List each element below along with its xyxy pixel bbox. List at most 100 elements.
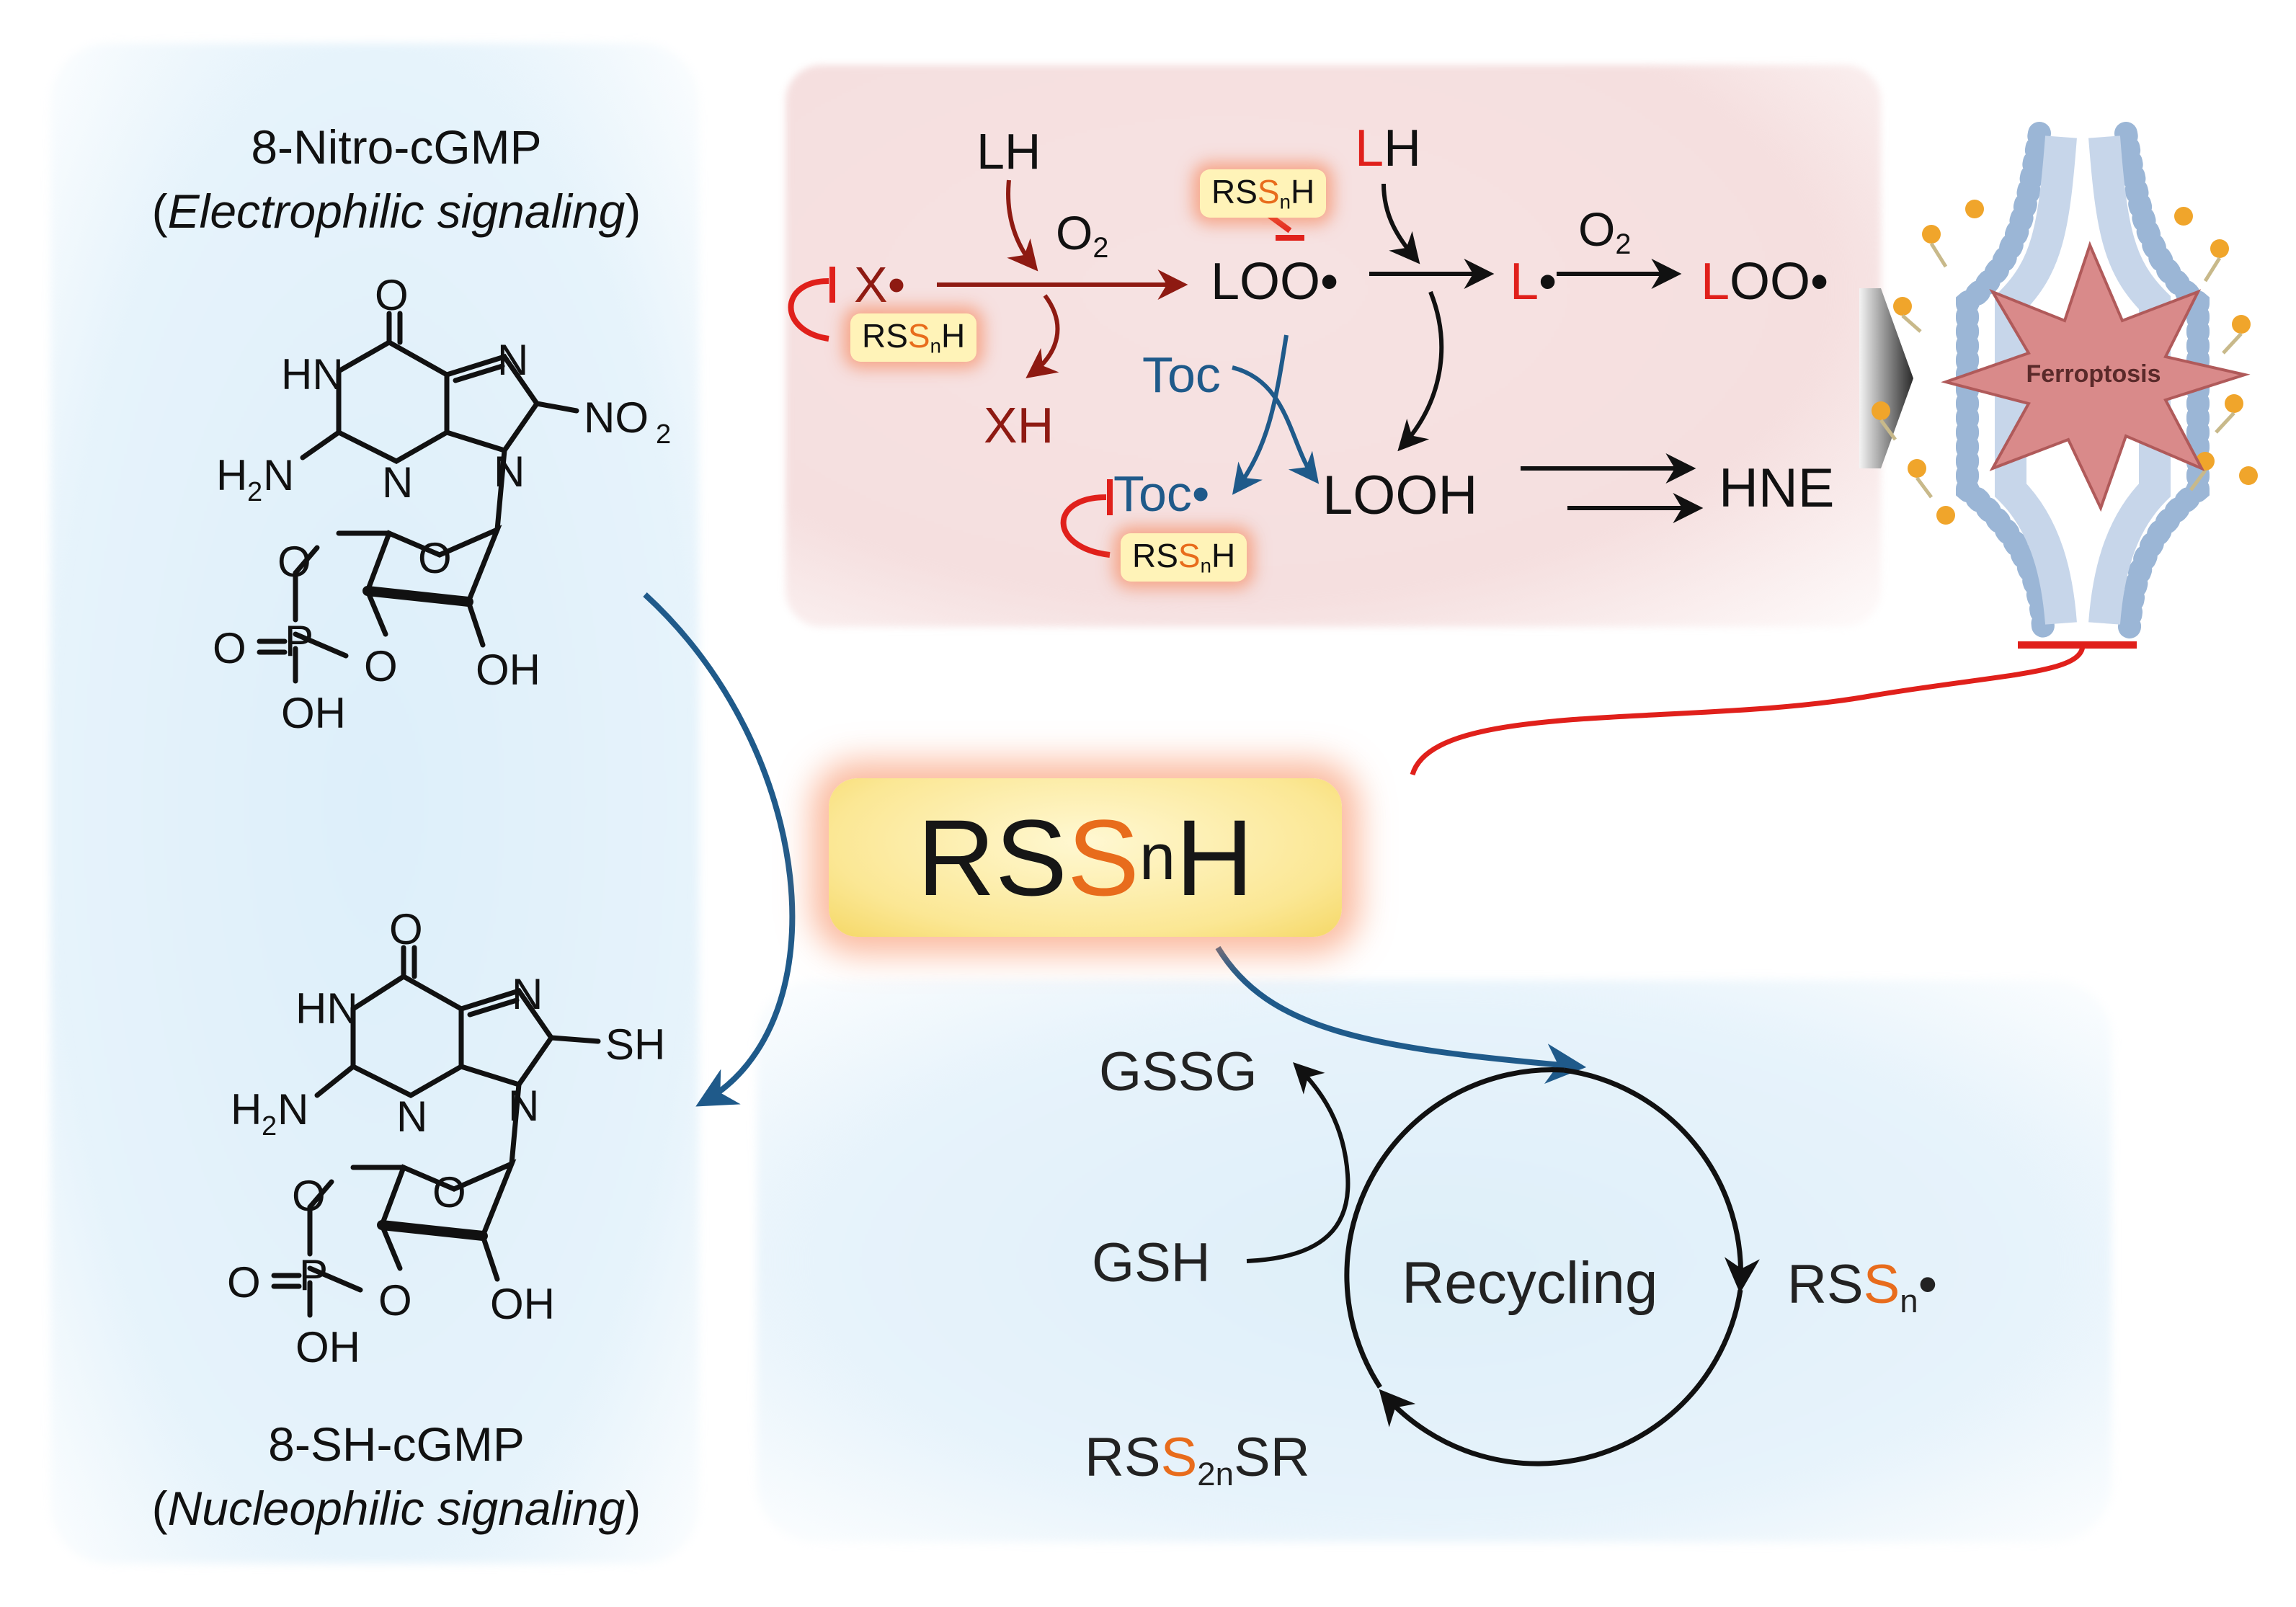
label-loo2-rest: OO•: [1730, 253, 1829, 311]
label-toc-radical: Toc•: [1113, 466, 1210, 522]
rssnh-badge-x-rs: RS: [862, 317, 908, 355]
rssnh-badge-top-n: n: [1279, 190, 1291, 213]
atom-o4-b: O: [227, 1258, 261, 1306]
rssnh-badge-top: RSSnH: [1200, 169, 1327, 218]
lh-to-main-arrow: [1006, 179, 1038, 272]
top-left-title: 8-Nitro-cGMP: [251, 120, 542, 174]
rssnh-badge-toc-n: n: [1200, 554, 1211, 577]
rssnh-badge-top-rs: RS: [1211, 173, 1258, 210]
atom-sh-b: SH: [605, 1020, 665, 1069]
label-x-radical: X•: [854, 257, 906, 313]
cycle-rssn-dot: •: [1918, 1254, 1938, 1315]
main-box-s: S: [1067, 797, 1140, 918]
bottom-left-caption: 8-SH-cGMP (Nucleophilic signaling): [101, 1412, 692, 1541]
label-o2-1-o: O: [1056, 206, 1093, 259]
label-loo2: LOO•: [1701, 256, 1828, 308]
rssnh-badge-x: RSSnH: [850, 313, 977, 362]
bottom-left-subtitle: Nucleophilic signaling: [167, 1482, 626, 1536]
lh2-arrow: [1381, 183, 1420, 264]
atom-oh2: OH: [281, 689, 346, 737]
atom-n2-b: N: [396, 1092, 427, 1141]
cycle-rss2nsr-2n: 2n: [1197, 1455, 1234, 1492]
cycle-rssn-radical: RSSn•: [1787, 1254, 1938, 1319]
label-o2-2: O2: [1578, 205, 1631, 259]
atom-hn: HN: [281, 350, 344, 399]
atom-o-b: O: [389, 905, 423, 953]
atom-h-b: H: [231, 1085, 262, 1134]
cycle-gssg: GSSG: [1099, 1041, 1258, 1103]
label-looh: LOOH: [1322, 465, 1478, 526]
atom-h-sub-b: 2: [262, 1111, 277, 1141]
atom-o: O: [375, 271, 409, 319]
rssnh-to-cycle-arrow: [1215, 945, 1587, 1085]
label-o2-2-sub: 2: [1615, 228, 1632, 261]
ferroptosis-label: Ferroptosis: [2026, 360, 2161, 388]
cycle-rssn-rs: RS: [1787, 1254, 1864, 1315]
atom-oh2-b: OH: [295, 1323, 360, 1371]
atom-o2: O: [418, 534, 452, 582]
rssnh-badge-toc-s: S: [1178, 537, 1201, 574]
top-left-subtitle: Electrophilic signaling: [167, 184, 626, 239]
toc-inhibition-mark: [1060, 479, 1113, 558]
x-inhibition-mark: [788, 267, 835, 342]
label-l-radical-dot: •: [1539, 253, 1557, 311]
label-xh: XH: [984, 397, 1054, 453]
main-box-n: n: [1139, 822, 1176, 894]
atom-h2n-n-b: N: [277, 1085, 308, 1134]
atom-p: P: [285, 617, 313, 665]
bottom-right-blue-panel: [757, 980, 2112, 1542]
top-left-subtitle-wrap: (Electrophilic signaling): [151, 184, 641, 239]
atom-o3: O: [277, 538, 311, 586]
cycle-rss2nsr-s: S: [1160, 1427, 1198, 1488]
rssnh-badge-toc-h: H: [1211, 537, 1236, 574]
atom-oh1: OH: [476, 646, 540, 694]
gsh-to-gssg-arrow: [1246, 1062, 1351, 1263]
left-blue-panel: [50, 43, 699, 1564]
molecule-8-sh-cgmp: [271, 945, 601, 1318]
cycle-rss2nsr-sr: SR: [1234, 1427, 1310, 1488]
cycle-rss2nsr: RSS2nSR: [1085, 1427, 1310, 1492]
cycle-rssn-n: n: [1900, 1282, 1918, 1319]
main-box-rs: RS: [917, 797, 1067, 918]
atom-hn-b: HN: [295, 984, 358, 1033]
atom-h2n-n: N: [263, 451, 294, 499]
atom-n3: N: [494, 448, 525, 496]
rssnh-badge-top-s: S: [1257, 173, 1280, 210]
atom-no-sub: 2: [656, 419, 671, 450]
rssnh-to-ferroptosis-inhibition: [1410, 644, 2086, 776]
label-lh-2: LH: [1355, 123, 1421, 174]
main-box-h: H: [1175, 797, 1254, 918]
rssnh-badge-x-h: H: [940, 317, 966, 355]
cycle-center-label: Recycling: [1402, 1250, 1658, 1316]
atom-n: N: [497, 336, 528, 384]
atom-n-b: N: [512, 970, 543, 1018]
rssnh-badge-top-h: H: [1290, 173, 1315, 210]
rssnh-badge-x-s: S: [907, 317, 930, 355]
rssnh-badge-toc-rs: RS: [1132, 537, 1178, 574]
label-o2-1: O2: [1056, 209, 1108, 263]
atom-h: H: [216, 451, 247, 499]
label-l-radical-l: L: [1510, 253, 1539, 311]
blue-conversion-arrow: [643, 592, 796, 1107]
label-lh-1: LH: [976, 123, 1041, 179]
label-toc: Toc: [1142, 347, 1221, 403]
label-o2-2-o: O: [1578, 202, 1616, 256]
label-loo-radical: LOO•: [1211, 253, 1339, 311]
top-left-caption: 8-Nitro-cGMP (Electrophilic signaling): [101, 115, 692, 244]
label-lh-2-l: L: [1355, 120, 1384, 177]
cycle-rss2nsr-rs: RS: [1085, 1427, 1161, 1488]
atom-n3-b: N: [508, 1082, 539, 1130]
atom-o3-b: O: [292, 1172, 326, 1220]
atom-oh1-b: OH: [490, 1280, 555, 1328]
molecule-8-sh-cgmp-atoms: O HN N SH H 2 N N N O O O P O OH OH: [227, 905, 665, 1371]
cycle-gsh: GSH: [1092, 1232, 1211, 1294]
atom-o4: O: [213, 624, 246, 672]
to-looh-arrow: [1397, 290, 1444, 452]
label-l-radical: L•: [1510, 256, 1557, 308]
to-xh-arrow: [1025, 294, 1060, 379]
loo-inhibition-mark: [1266, 212, 1304, 241]
toc-to-tocrad-arrow: [1232, 334, 1289, 495]
star-burst-icon: [1941, 241, 2251, 512]
